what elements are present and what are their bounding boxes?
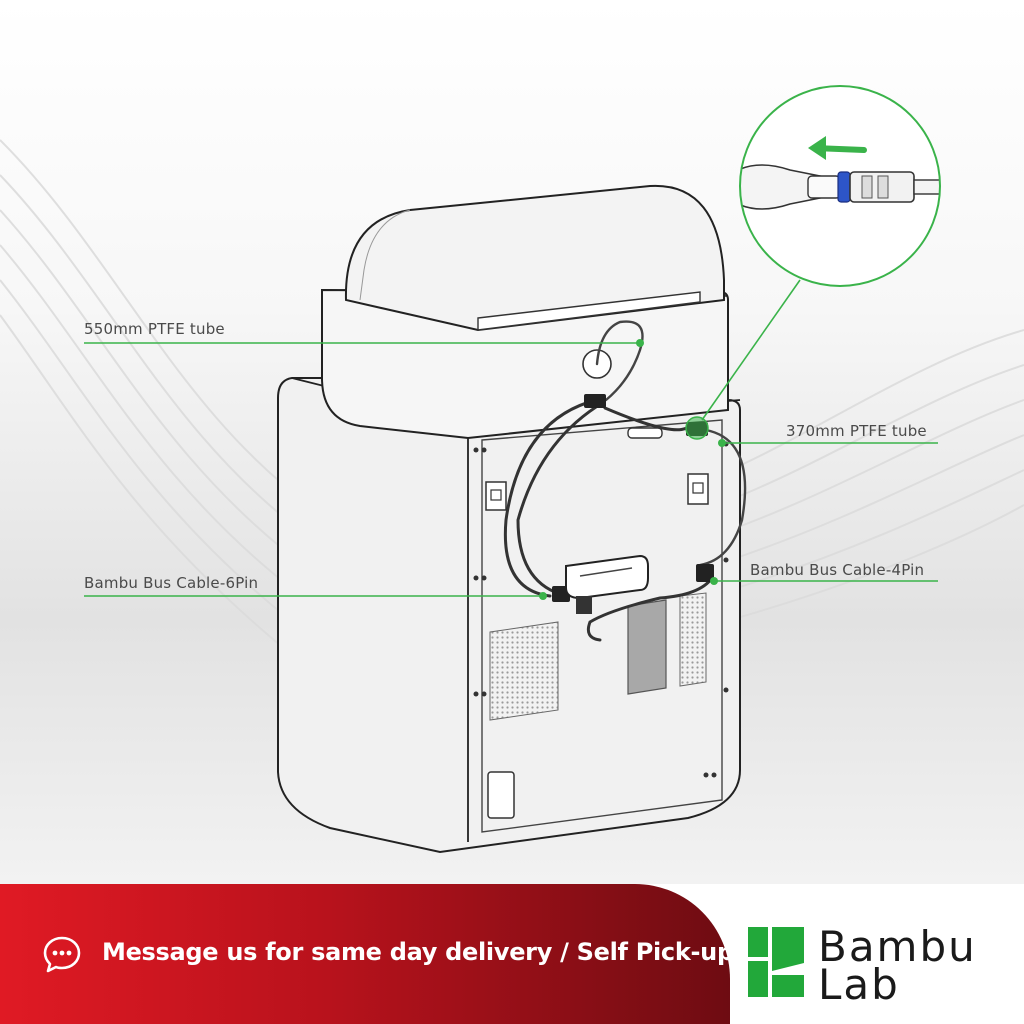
callout-ptfe-550: 550mm PTFE tube xyxy=(84,320,225,338)
detail-magnifier xyxy=(739,85,941,287)
leader-dots xyxy=(539,339,726,600)
highlight-marker xyxy=(685,416,709,440)
callout-bus-4pin: Bambu Bus Cable-4Pin xyxy=(750,561,925,579)
callout-bus-6pin: Bambu Bus Cable-6Pin xyxy=(84,574,259,592)
brand-word-bambu: Bambu xyxy=(818,922,977,971)
banner-message: Message us for same day delivery / Self … xyxy=(102,938,734,966)
chat-bubble-icon xyxy=(43,936,81,973)
background-swooshes xyxy=(0,139,1024,646)
bambu-lab-logo-icon xyxy=(748,927,804,997)
callout-ptfe-370: 370mm PTFE tube xyxy=(786,422,927,440)
pull-direction-arrow-icon xyxy=(808,136,826,160)
brand-word-lab: Lab xyxy=(818,960,900,1009)
printer-body xyxy=(277,377,741,854)
bottom-banner: Message us for same day delivery / Self … xyxy=(0,884,1024,1024)
ams-unit xyxy=(321,184,729,440)
leader-lines xyxy=(84,279,938,597)
message-banner[interactable]: Message us for same day delivery / Self … xyxy=(0,884,734,1024)
